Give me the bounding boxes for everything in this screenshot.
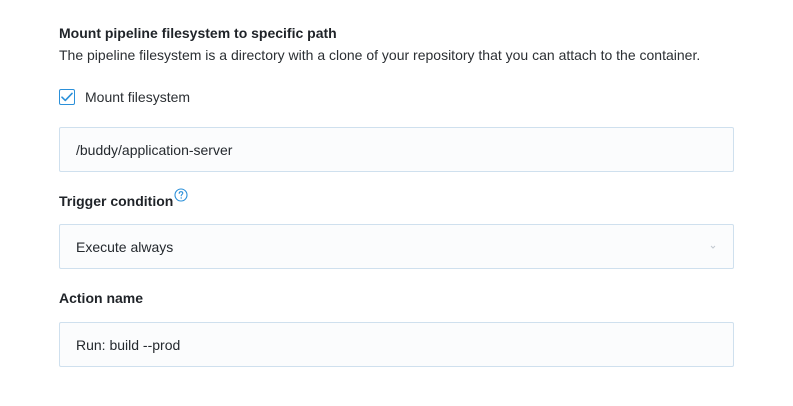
mount-path-input[interactable] <box>76 141 717 158</box>
mount-section-title: Mount pipeline filesystem to specific pa… <box>59 25 337 41</box>
trigger-condition-label: Trigger condition <box>59 193 174 209</box>
action-name-field[interactable] <box>59 322 734 367</box>
mount-section-description: The pipeline filesystem is a directory w… <box>59 47 701 63</box>
mount-filesystem-checkbox[interactable] <box>59 89 75 105</box>
checkmark-icon <box>61 92 73 102</box>
mount-filesystem-checkbox-row[interactable]: Mount filesystem <box>59 88 190 106</box>
mount-path-field[interactable] <box>59 127 734 172</box>
question-circle-icon[interactable] <box>174 188 188 202</box>
trigger-condition-value: Execute always <box>76 238 174 255</box>
chevron-down-icon <box>710 245 716 249</box>
trigger-condition-select[interactable]: Execute always <box>59 224 734 269</box>
mount-filesystem-label: Mount filesystem <box>85 89 191 105</box>
action-name-label: Action name <box>59 290 144 306</box>
action-name-input[interactable] <box>76 336 717 353</box>
